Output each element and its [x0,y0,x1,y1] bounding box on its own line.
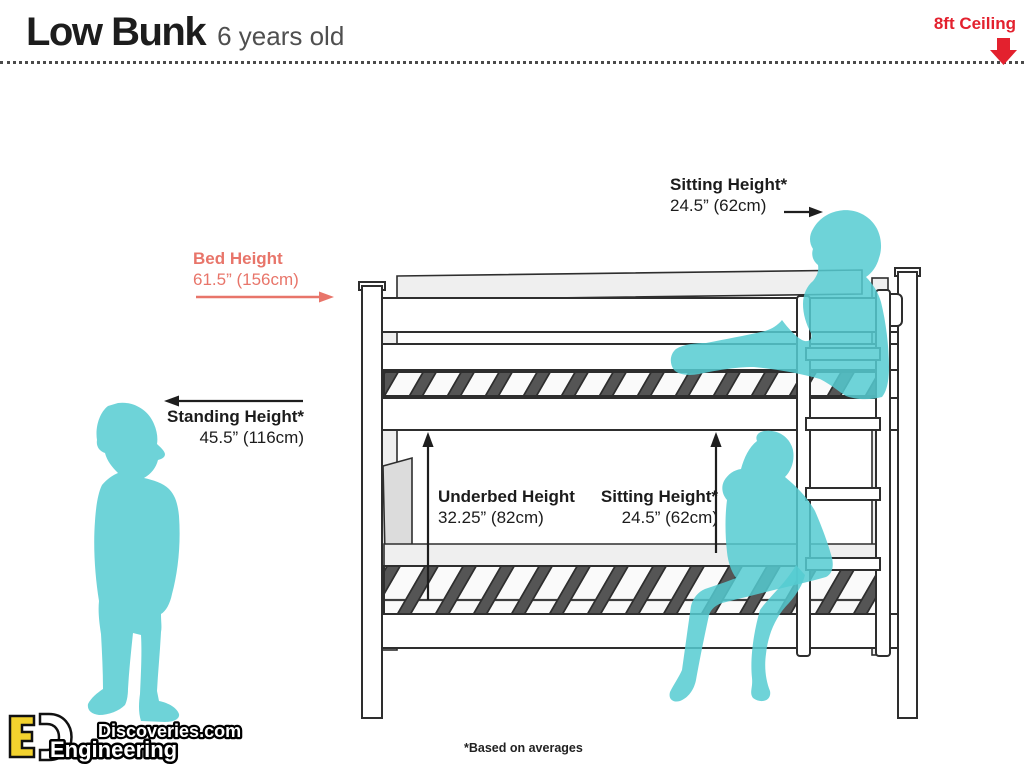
logo-domain-text: Discoveries.com [98,721,241,741]
page-header: Low Bunk 6 years old [26,10,344,55]
child-silhouette-sitting-bottom-rear-leg [751,565,805,702]
logo-d-icon [38,712,73,762]
sitting-height-top-value: 24.5” (62cm) [670,196,767,215]
bed-height-label: Bed Height [193,249,283,268]
header-dotted-divider [0,61,1024,64]
child-silhouette-sitting-top [670,210,889,400]
standing-height-arrowhead [164,395,179,407]
left-post [361,285,383,719]
sitting-height-bottom-arrowhead [710,432,722,447]
standing-height-label: Standing Height* [167,407,304,426]
top-bunk-back-rail [396,269,863,301]
sitting-height-top-label: Sitting Height* [670,175,788,194]
sitting-height-top-arrowhead [809,206,823,218]
underbed-height-label: Underbed Height [438,487,575,506]
ladder-rung-3 [805,487,881,501]
page-subtitle: 6 years old [217,21,345,51]
standing-height-annotation: Standing Height* 45.5” (116cm) [148,406,304,448]
logo-brand-text: Engineering [50,737,177,762]
ladder-rung-2 [805,417,881,431]
footnote: *Based on averages [464,741,583,755]
standing-height-value: 45.5” (116cm) [199,428,304,447]
sitting-height-bottom-annotation: Sitting Height* 24.5” (62cm) [600,486,718,528]
child-silhouettes [87,210,889,722]
underbed-height-annotation: Underbed Height 32.25” (82cm) [438,486,575,528]
brand-logo: Discoveries.com Engineering [8,712,243,765]
bed-height-annotation: Bed Height 61.5” (156cm) [193,248,299,290]
child-silhouette-standing [87,402,180,722]
sitting-height-bottom-value: 24.5” (62cm) [621,508,718,527]
ceiling-down-arrow [990,38,1017,65]
bed-height-arrowhead [319,291,334,303]
underbed-height-arrowhead [422,432,434,447]
sitting-height-top-annotation: Sitting Height* 24.5” (62cm) [670,174,787,216]
underbed-height-value: 32.25” (82cm) [438,508,544,527]
right-post [897,271,918,719]
measurement-arrows [164,38,1017,600]
bottom-bunk-front-rail [361,613,918,649]
page-title: Low Bunk [26,10,207,54]
logo-e-icon [8,714,36,759]
bed-height-value: 61.5” (156cm) [193,270,299,289]
sitting-height-bottom-label: Sitting Height* [600,487,718,506]
ceiling-label: 8ft Ceiling [933,14,1016,33]
child-silhouette-sitting-bottom [669,430,833,702]
